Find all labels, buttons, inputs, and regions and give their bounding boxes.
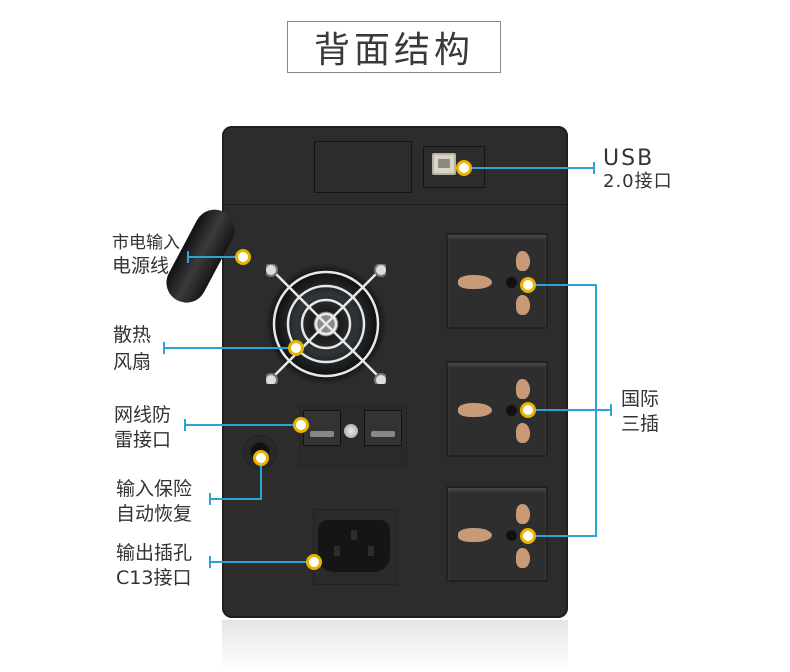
rj45-in-port [303, 410, 341, 446]
power-callout-line [188, 256, 242, 258]
network-callout-cap [184, 419, 186, 431]
fuse-callout-dot [253, 450, 269, 466]
top-panel-band [222, 126, 568, 205]
power-cord-label-line1: 市电输入 [112, 233, 180, 253]
power-cord-label-line2: 电源线 [112, 255, 170, 277]
fuse-callout-cap [209, 493, 211, 505]
output-label: 输出插孔 C13接口 [116, 541, 192, 591]
fan-callout-cap [163, 342, 165, 354]
sockets-label: 国际 三插 [621, 387, 659, 437]
fuse-label-line2: 自动恢复 [116, 503, 193, 525]
network-callout-dot [293, 417, 309, 433]
sockets-label-line2: 三插 [621, 413, 660, 435]
output-label-line2: C13接口 [116, 567, 192, 589]
usb-port-icon [432, 153, 456, 175]
socket2-callout-dot [520, 402, 536, 418]
universal-socket-2 [446, 361, 548, 457]
socket1-callout-line [528, 284, 596, 286]
fan-label-line2: 风扇 [113, 351, 152, 373]
fuse-label-line1: 输入保险 [116, 478, 193, 500]
network-label: 网线防 雷接口 [114, 403, 171, 453]
socket3-callout-dot [520, 528, 536, 544]
power-callout-cap [187, 251, 189, 263]
socket1-callout-dot [520, 277, 536, 293]
socket2-callout-line [528, 409, 611, 411]
network-callout-line [185, 424, 301, 426]
label-plate [314, 141, 412, 193]
socket3-callout-line [528, 535, 596, 537]
device-reflection [222, 620, 568, 670]
network-label-line1: 网线防 [114, 404, 172, 426]
fan-label-line1: 散热 [113, 324, 152, 346]
output-callout-line [210, 561, 314, 563]
page-title: 背面结构 [287, 21, 501, 73]
fan-callout-line [164, 347, 296, 349]
output-label-line1: 输出插孔 [116, 542, 193, 564]
page-title-text: 背面结构 [313, 30, 474, 71]
ground-screw-icon [344, 424, 358, 438]
network-label-line2: 雷接口 [114, 429, 172, 451]
sockets-callout-cap [610, 404, 612, 416]
fuse-callout-vline [260, 457, 262, 499]
usb-callout-cap [593, 162, 595, 174]
sockets-callout-vline [595, 284, 597, 537]
usb-label-line2: 2.0接口 [603, 171, 673, 192]
sockets-label-line1: 国际 [621, 388, 660, 410]
fan-label: 散热 风扇 [113, 322, 151, 376]
fan-callout-dot [288, 340, 304, 356]
usb-label-line1: USB [603, 146, 655, 171]
rj45-out-port [364, 410, 402, 446]
c13-output-port [318, 520, 390, 572]
output-callout-dot [306, 554, 322, 570]
power-callout-dot [235, 249, 251, 265]
cooling-fan [266, 264, 386, 384]
usb-label: USB 2.0接口 [603, 147, 673, 193]
usb-callout-dot [456, 160, 472, 176]
output-callout-cap [209, 556, 211, 568]
fuse-callout-line [210, 498, 262, 500]
fuse-label: 输入保险 自动恢复 [116, 477, 192, 527]
power-cord-label: 市电输入 电源线 [112, 232, 180, 278]
fan-grill-icon [266, 264, 386, 384]
usb-callout-line [464, 167, 594, 169]
